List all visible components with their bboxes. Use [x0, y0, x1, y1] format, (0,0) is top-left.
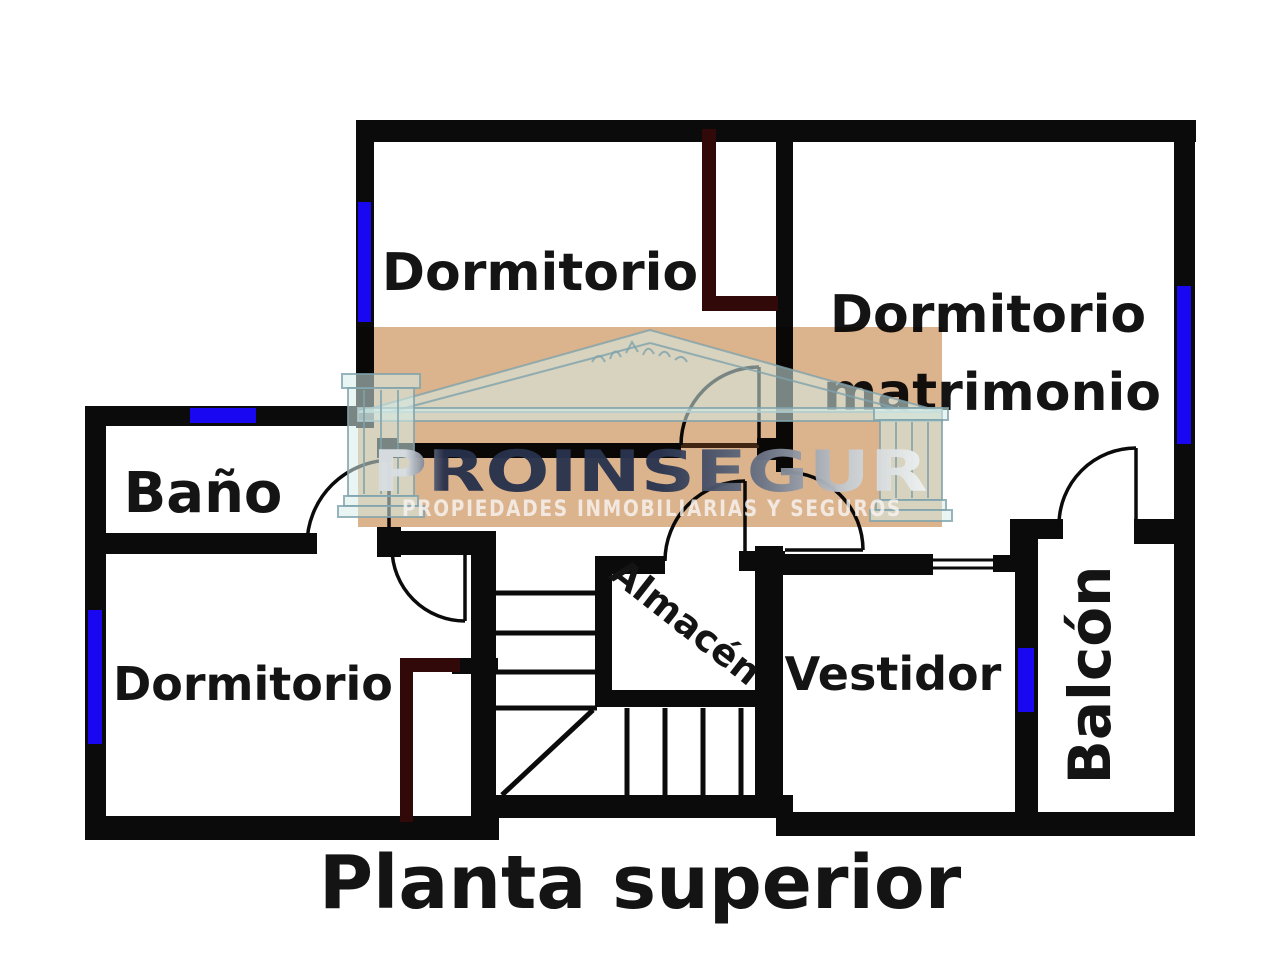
door-arc-balcon — [1057, 446, 1137, 526]
wall — [595, 556, 665, 574]
room-label-vestidor: Vestidor — [785, 647, 1002, 701]
wall — [452, 658, 498, 674]
building-column-right-capital — [873, 407, 949, 421]
closet-wall — [400, 658, 460, 672]
windows — [88, 202, 1191, 744]
wall — [595, 690, 761, 707]
wall — [755, 546, 783, 816]
room-label-dormitorio-top: Dormitorio — [382, 243, 698, 303]
plan-caption: Planta superior — [319, 840, 962, 926]
closet-wall — [400, 658, 413, 822]
building-column-left-capital — [341, 373, 421, 389]
window-marker — [88, 610, 102, 744]
building-column-left-flutes — [363, 390, 399, 494]
wall — [595, 556, 612, 706]
watermark-tagline-text: PROPIEDADES INMOBILIARIAS Y SEGUROS — [402, 497, 902, 522]
wall — [471, 545, 496, 821]
building-pediment-inner — [389, 342, 911, 413]
stair-diagonal — [500, 708, 595, 797]
room-label-bano: Baño — [124, 461, 283, 526]
building-column-left-step2 — [337, 505, 425, 518]
watermark-building — [337, 328, 953, 522]
room-label-balcon: Balcón — [1056, 566, 1124, 785]
wall — [1134, 519, 1195, 544]
door-arc-dormitorio-bottom — [390, 547, 466, 623]
window-marker — [1018, 648, 1034, 712]
building-column-right-panels — [895, 422, 929, 498]
wall — [85, 816, 499, 840]
wall — [471, 795, 793, 818]
wall — [1174, 120, 1195, 832]
window-marker — [358, 202, 371, 322]
closet-fixtures — [400, 129, 778, 822]
closet-wall — [702, 129, 716, 311]
building-column-right-step2 — [869, 509, 953, 522]
wall — [755, 554, 933, 575]
room-label-almacen: Almacén — [602, 550, 769, 694]
window-marker — [1177, 286, 1191, 444]
wall — [85, 533, 317, 554]
window-marker — [190, 408, 256, 423]
room-label-dormitorio-bottom: Dormitorio — [113, 657, 393, 711]
building-ornament — [591, 339, 688, 363]
wall — [1010, 519, 1063, 539]
watermark: PROINSEGUR PROPIEDADES INMOBILIARIAS Y S… — [337, 327, 953, 527]
stairs — [496, 590, 744, 797]
wall — [776, 812, 1195, 836]
watermark-brand-text: PROINSEGUR — [372, 439, 928, 505]
building-architrave — [357, 407, 943, 422]
closet-wall — [702, 296, 778, 311]
